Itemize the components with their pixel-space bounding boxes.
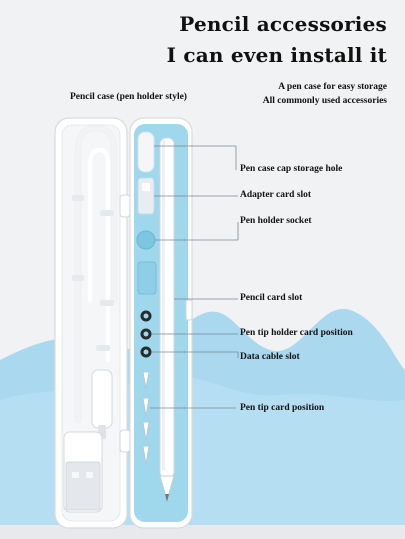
case-base (129, 117, 193, 529)
usb-c-plug (91, 369, 113, 429)
holder-socket (136, 230, 156, 250)
headline-line-1: Pencil accessories (179, 12, 387, 36)
headline-line-2: I can even install it (166, 43, 387, 67)
callout-tip-holder: Pen tip holder card position (240, 328, 353, 338)
callout-cap-hole: Pen case cap storage hole (240, 164, 343, 174)
cap-storage-hole (137, 131, 155, 173)
case-lid (54, 117, 131, 529)
pen-tips (142, 371, 150, 465)
callout-tip-card: Pen tip card position (240, 403, 325, 413)
callout-adapter-slot: Adapter card slot (240, 190, 312, 200)
subtitle-line-2: All commonly used accessories (262, 96, 387, 106)
table-surface (0, 525, 405, 539)
pencil-card-slot (137, 261, 157, 295)
callout-lines (150, 145, 239, 409)
subtitle-line-1: A pen case for easy storage (278, 82, 387, 92)
case-label: Pencil case (pen holder style) (70, 92, 187, 102)
pencil (159, 137, 175, 502)
callout-holder-socket: Pen holder socket (240, 216, 312, 226)
callout-pencil-slot: Pencil card slot (240, 293, 303, 303)
cable-loop (75, 125, 117, 423)
callout-cable-slot: Data cable slot (240, 352, 300, 362)
tip-holders (140, 310, 152, 358)
